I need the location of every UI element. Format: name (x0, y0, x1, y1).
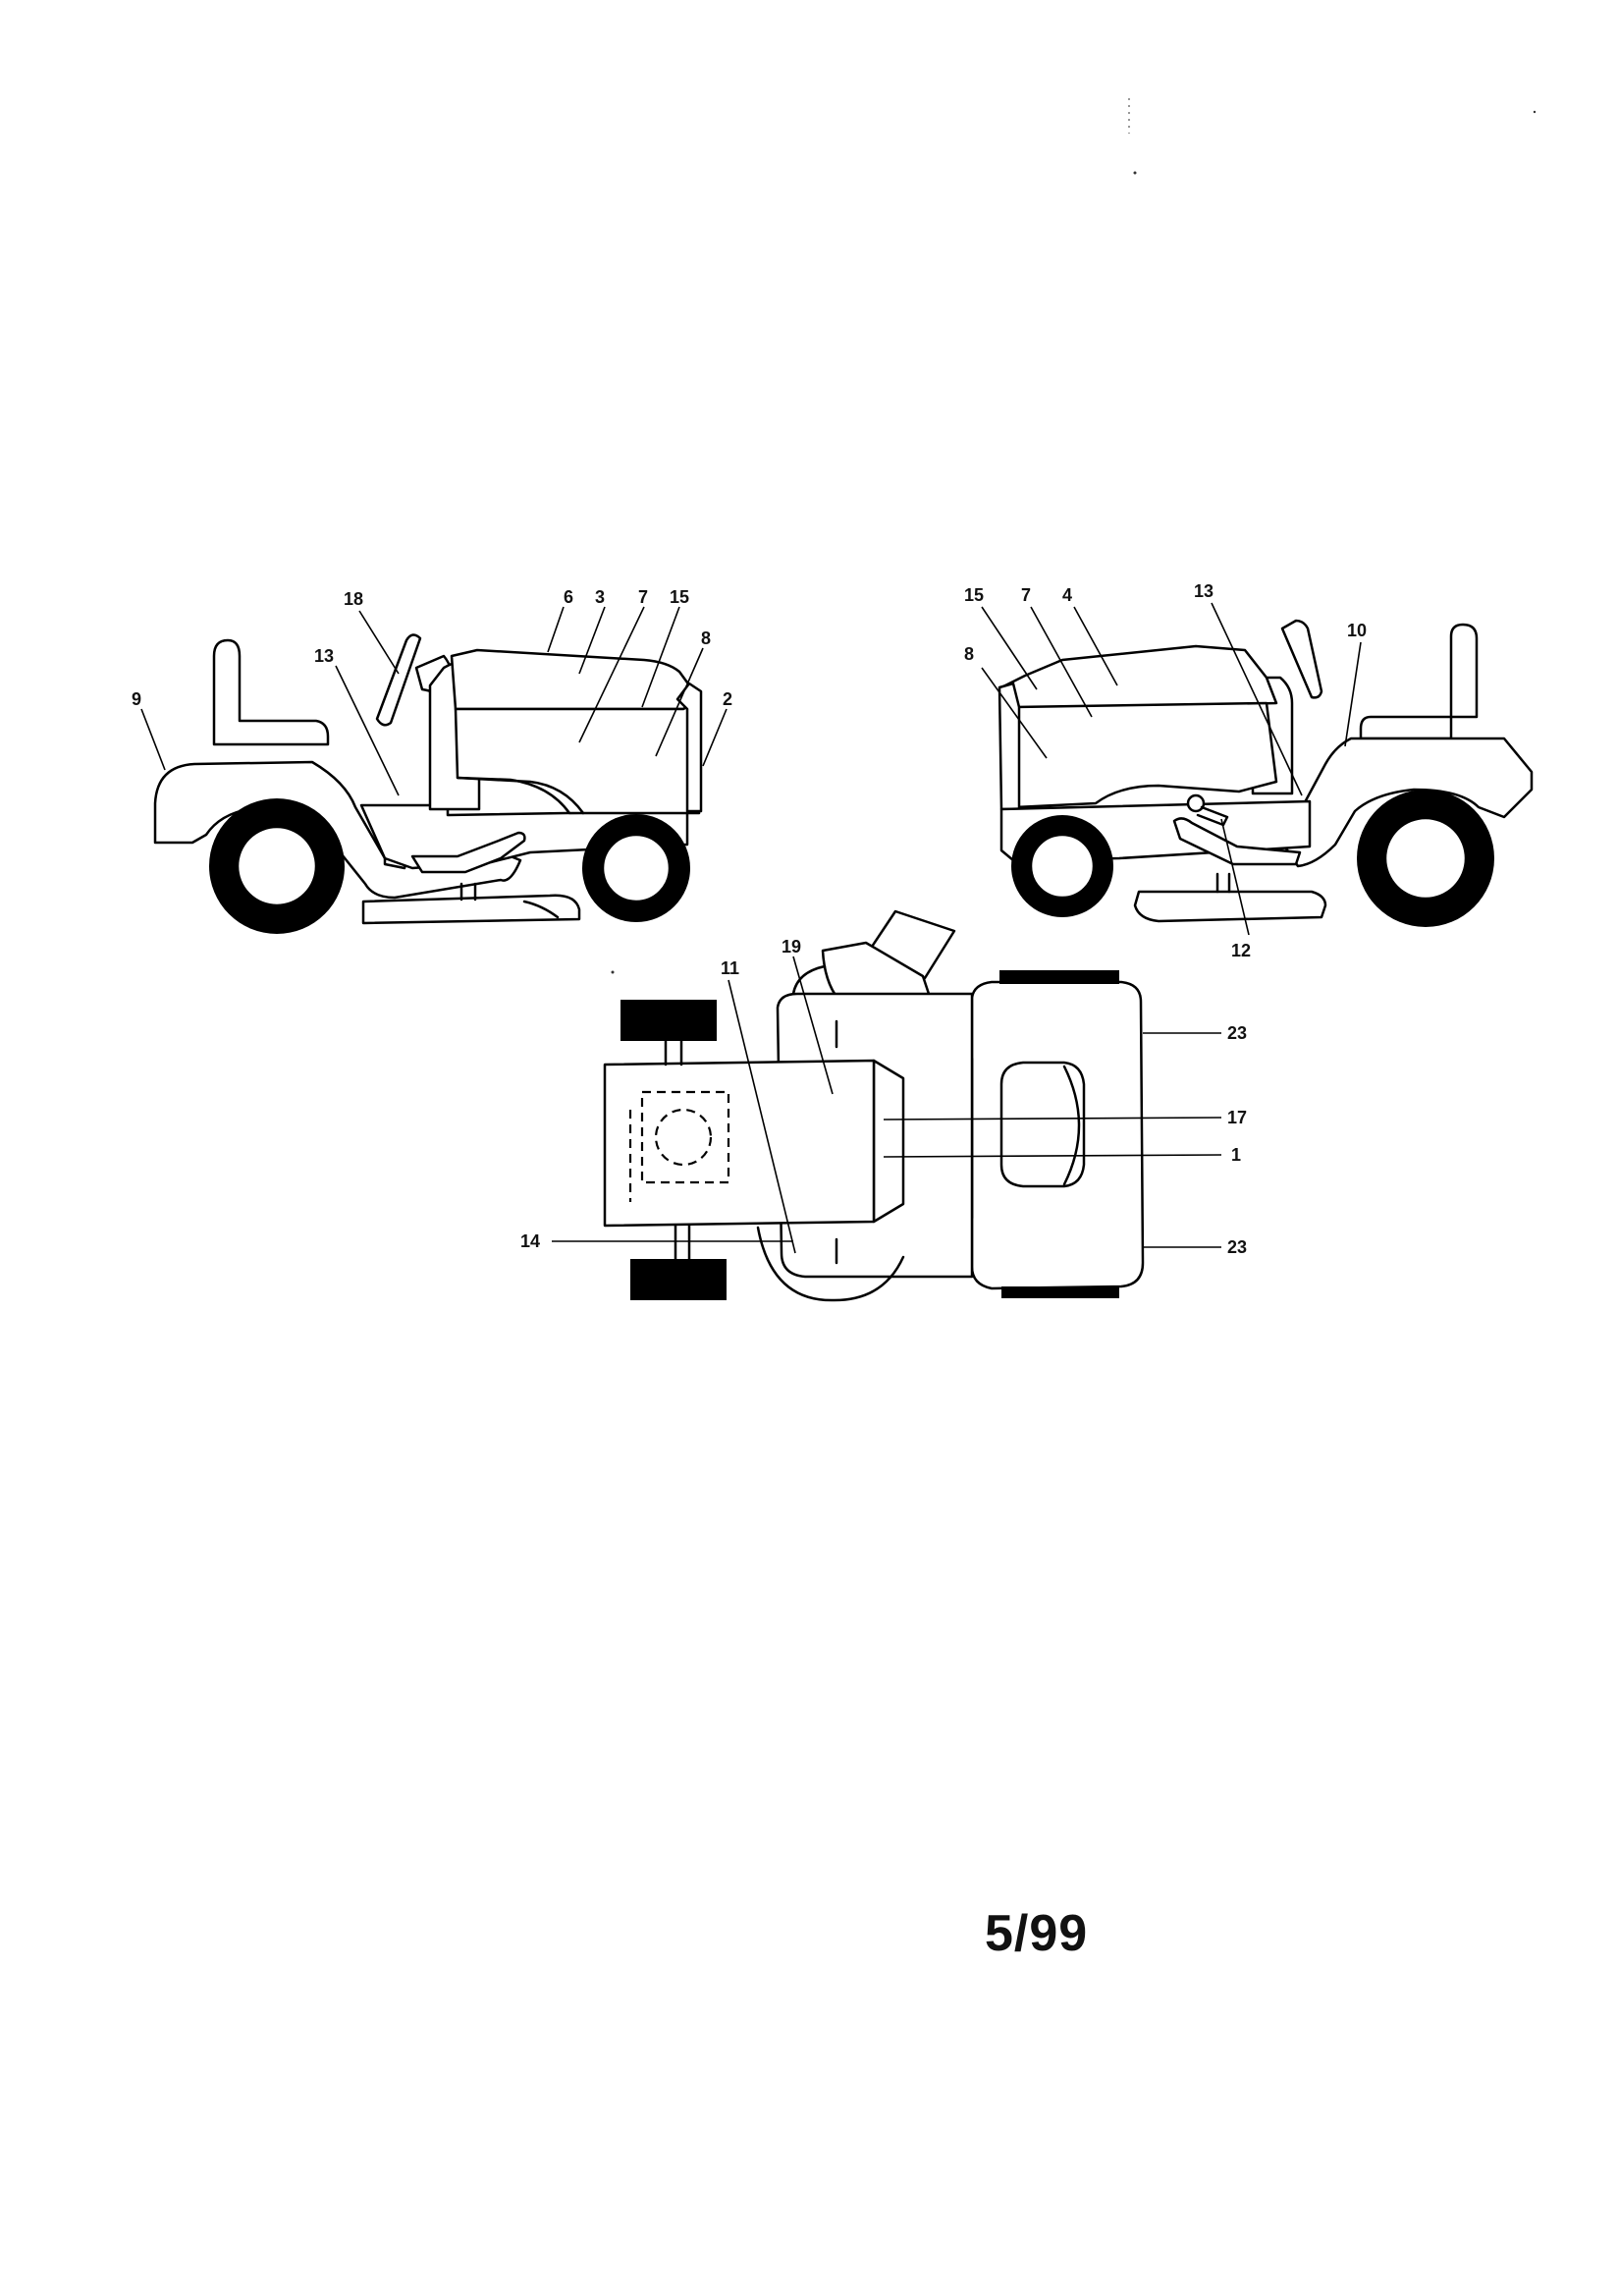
callout-8: 8 (701, 629, 711, 648)
callout-13: 13 (314, 646, 334, 666)
foot-pedal (1172, 817, 1302, 866)
ignition-key (1186, 793, 1206, 813)
callout-8: 8 (964, 644, 974, 664)
rear-fender (1284, 737, 1534, 868)
steering-wheel (375, 633, 422, 727)
callout-9: 9 (132, 689, 141, 709)
callout-15: 15 (670, 587, 689, 607)
mower-deck (1133, 890, 1327, 923)
callout-1: 1 (1231, 1145, 1241, 1165)
front-tire-top (620, 1000, 717, 1041)
scan-specks (611, 98, 1537, 974)
front-grille (675, 682, 703, 813)
callout-15: 15 (964, 585, 984, 605)
hood (450, 648, 697, 711)
callout-7: 7 (638, 587, 648, 607)
engine-cylinder (654, 1108, 713, 1167)
callout-18: 18 (344, 589, 363, 609)
front-tire-bottom (630, 1259, 727, 1300)
callout-14: 14 (520, 1231, 540, 1251)
rear-tire-top (999, 970, 1119, 984)
hood (999, 644, 1278, 711)
callout-6: 6 (564, 587, 573, 607)
steering-wheel (1280, 619, 1323, 699)
tractor-top-view: 11 19 23 17 1 14 23 (520, 909, 1247, 1302)
hood (872, 1059, 905, 1224)
callout-19: 19 (782, 937, 801, 957)
hood-side-panel (454, 701, 701, 815)
callout-13: 13 (1194, 581, 1214, 601)
callout-23: 23 (1227, 1023, 1247, 1043)
tractor-left-side-view: 18 6 3 7 15 8 13 9 2 (132, 587, 732, 934)
callout-17: 17 (1227, 1108, 1247, 1127)
callout-10: 10 (1347, 621, 1367, 640)
callout-4: 4 (1062, 585, 1072, 605)
callout-3: 3 (595, 587, 605, 607)
engine-outline (640, 1090, 730, 1184)
hood-top (603, 1059, 876, 1228)
front-grille (998, 682, 1021, 811)
tractor-right-side-view: 15 7 4 13 10 8 12 (964, 581, 1534, 960)
callout-12: 12 (1231, 941, 1251, 960)
callout-11: 11 (721, 958, 739, 978)
seat (212, 638, 330, 746)
seat (1359, 623, 1479, 740)
hood-side-panel (1013, 701, 1278, 809)
foot-pedal (410, 831, 526, 874)
rear-tire-bottom (1001, 1286, 1119, 1298)
callout-23-lower: 23 (1227, 1237, 1247, 1257)
page-number: 5/99 (985, 1905, 1089, 1962)
callout-2: 2 (723, 689, 732, 709)
callout-7: 7 (1021, 585, 1031, 605)
